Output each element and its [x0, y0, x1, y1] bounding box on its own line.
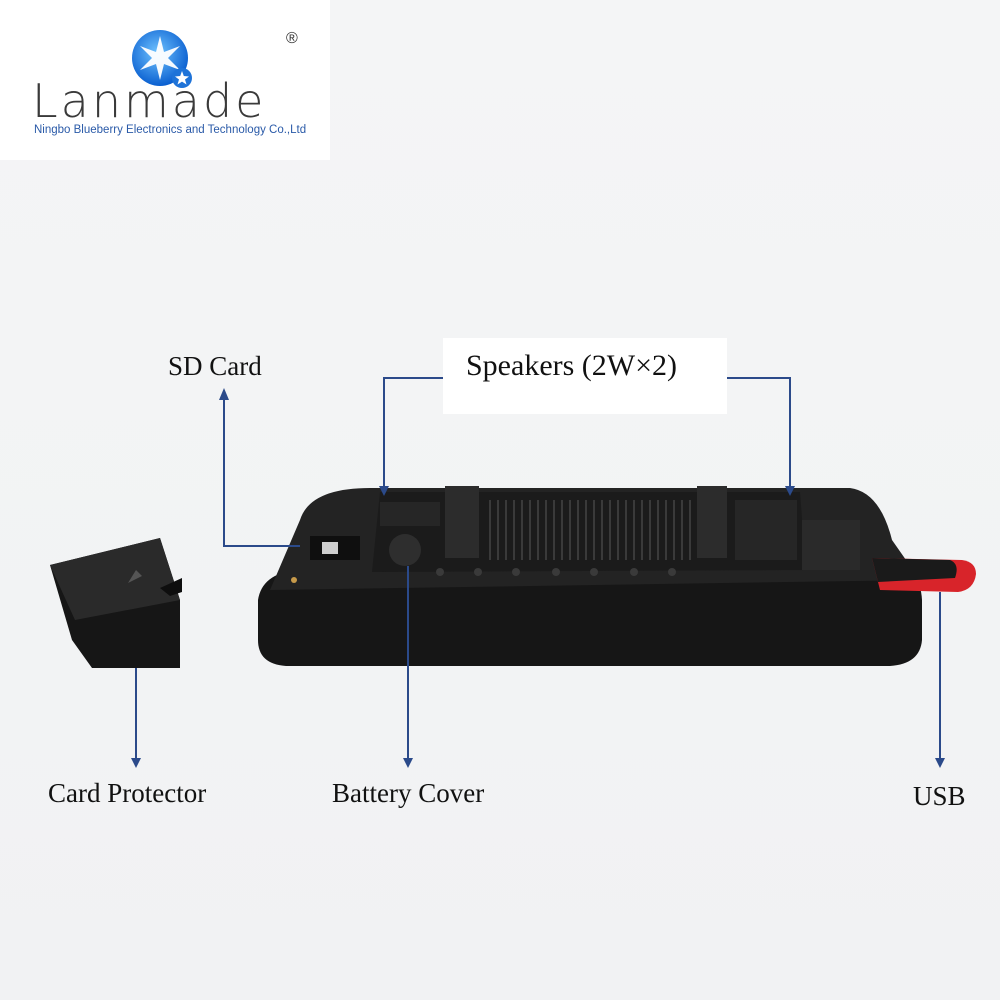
battery-cover-arrow-icon	[403, 758, 413, 768]
callout-lines	[135, 377, 941, 760]
registered-mark: ®	[286, 30, 298, 47]
card-protector-label: Card Protector	[48, 778, 207, 808]
battery-cover-label: Battery Cover	[332, 778, 485, 808]
star-globe-icon	[132, 30, 192, 88]
callout-arrowheads	[131, 388, 945, 768]
logo: ® Lanmade Ningbo Blueberry Electronics a…	[0, 0, 330, 160]
usb-arrow-icon	[935, 758, 945, 768]
card-protector-arrow-icon	[131, 758, 141, 768]
card-protector	[50, 538, 182, 668]
speakers-right-callout-line	[727, 377, 791, 488]
speakers-left-arrow-icon	[379, 486, 389, 496]
usb-stick	[872, 558, 976, 592]
speakers-right-arrow-icon	[785, 486, 795, 496]
speakers-label: Speakers (2W×2)	[466, 349, 678, 382]
speaker-grille	[489, 500, 691, 560]
sd-card-callout-line	[223, 398, 300, 547]
sd-card-label: SD Card	[168, 351, 262, 381]
brand-name: Lanmade	[32, 74, 267, 128]
media-player-device	[258, 486, 922, 666]
sd-card-arrow-icon	[219, 388, 229, 400]
speakers-label-box	[443, 338, 727, 414]
speakers-left-callout-line	[383, 377, 443, 488]
company-name: Ningbo Blueberry Electronics and Technol…	[34, 124, 307, 136]
usb-label: USB	[913, 781, 966, 811]
